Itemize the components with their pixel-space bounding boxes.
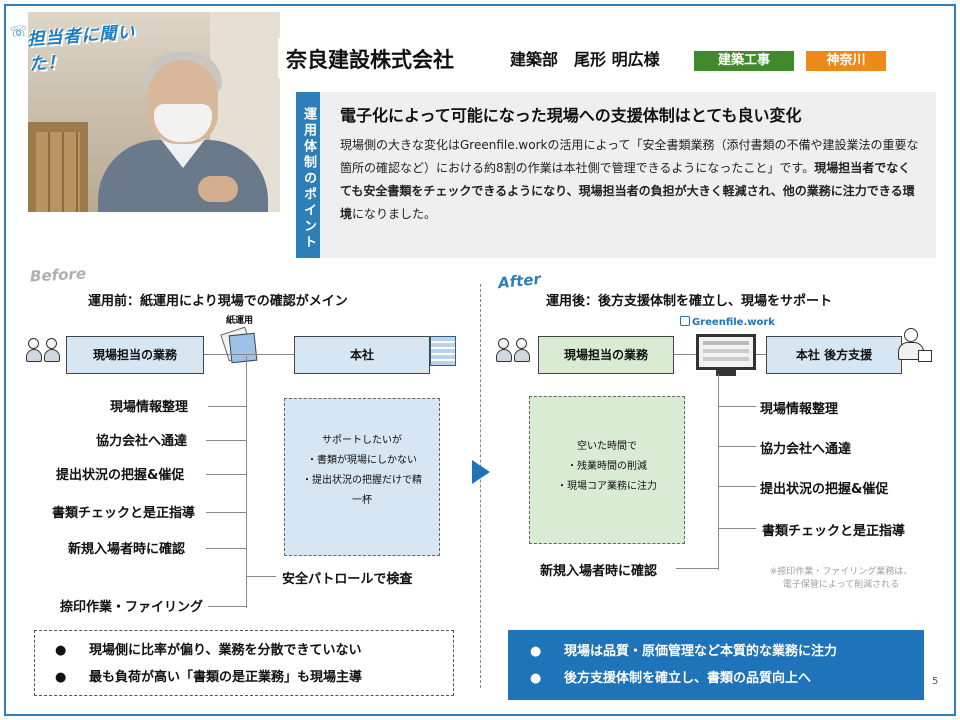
before-task-6: 捺印作業・ファイリング [60, 600, 204, 615]
site-workers-icon [26, 338, 66, 364]
tag-region: 神奈川 [806, 51, 886, 71]
after-hq-task-3-line [718, 486, 756, 487]
point-vertical-label: 運用体制のポイント [296, 92, 320, 258]
interview-badge: ☏ 担当者に聞いた！ [9, 18, 170, 74]
after-hq-task-4-line [718, 528, 756, 529]
photo-person-mask [154, 104, 212, 142]
headquarters-building-icon [430, 336, 456, 366]
after-note: ※捺印作業・ファイリング業務は、 電子保管によって削減される [756, 566, 926, 592]
photo-bg-books [36, 132, 80, 212]
after-hq-task-1: 現場情報整理 [760, 402, 839, 417]
before-task-6-line [208, 606, 246, 607]
bullet-icon: ● [55, 643, 67, 658]
before-summary-item-2: ●最も負荷が高い「書類の是正業務」も現場主導 [55, 664, 453, 691]
before-summary-item-1: ●現場側に比率が偏り、業務を分散できていない [55, 637, 453, 664]
before-task-3: 提出状況の把握&催促 [56, 468, 185, 483]
before-summary: ●現場側に比率が偏り、業務を分散できていない ●最も負荷が高い「書類の是正業務」… [34, 630, 454, 696]
page-number: 5 [932, 676, 939, 687]
company-name: 奈良建設株式会社 [278, 38, 508, 78]
after-summary: ●現場は品質・原価管理など本質的な業務に注力 ●後方支援体制を確立し、書類の品質… [508, 630, 924, 700]
support-line-2: ・書類が現場にしかない [307, 455, 417, 466]
after-site-box: 現場担当の業務 [538, 336, 674, 374]
monitor-stand [716, 370, 736, 376]
before-patrol: 安全パトロールで検査 [282, 572, 413, 587]
point-body-bold: 現場担当者でなくても安全書類をチェックできるようになり、現場担当者の負担が大きく… [340, 161, 915, 221]
after-summary-item-1: ●現場は品質・原価管理など本質的な業務に注力 [530, 638, 924, 665]
after-hq-task-2: 協力会社へ通達 [760, 442, 852, 457]
photo-person-hand [198, 176, 238, 202]
before-task-5-line [206, 548, 246, 549]
site-workers-icon [496, 338, 536, 364]
before-task-2-line [206, 440, 246, 441]
after-site-task: 新規入場者時に確認 [540, 564, 658, 579]
bullet-icon: ● [55, 670, 67, 685]
after-title: 運用後：後方支援体制を確立し、現場をサポート [546, 294, 833, 309]
interview-badge-text: 担当者に聞いた！ [26, 22, 136, 75]
before-connector [204, 354, 294, 355]
bullet-icon: ● [530, 644, 542, 659]
after-connector-left [674, 354, 696, 355]
point-body-text-1: 現場側の大きな変化はGreenfile.workの活用によって「安全書類業務（添… [340, 138, 919, 175]
before-support-box: サポートしたいが ・書類が現場にしかない ・提出状況の把握だけで精 一杯 [284, 398, 440, 556]
paper-documents-icon [220, 326, 260, 364]
after-summary-item-2: ●後方支援体制を確立し、書類の品質向上へ [530, 665, 924, 692]
before-trunk-line [246, 356, 247, 608]
tag-construction: 建築工事 [694, 51, 794, 71]
after-hq-task-4: 書類チェックと是正指導 [762, 524, 906, 539]
point-body: 現場側の大きな変化はGreenfile.workの活用によって「安全書類業務（添… [340, 134, 920, 226]
before-label: Before [29, 264, 87, 286]
after-hq-task-2-line [718, 446, 756, 447]
before-task-3-line [206, 474, 246, 475]
point-body-text-2: になりました。 [352, 207, 437, 221]
support-line-3: ・提出状況の把握だけで精 [302, 475, 422, 486]
monitor-icon [696, 334, 756, 370]
before-task-4: 書類チェックと是正指導 [52, 506, 196, 521]
office-worker-icon [892, 324, 936, 368]
free-time-line-2: ・残業時間の削減 [567, 461, 647, 472]
patrol-line [246, 576, 276, 577]
after-hq-box: 本社 後方支援 [766, 336, 902, 374]
after-free-time-box: 空いた時間で ・残業時間の削減 ・現場コア業務に注力 [529, 396, 685, 544]
section-divider [480, 284, 481, 688]
support-line-1: サポートしたいが [322, 435, 402, 446]
before-task-1-line [208, 406, 246, 407]
after-connector-right [756, 354, 766, 355]
note-line-2: 電子保管によって削減される [782, 580, 900, 590]
greenfile-logo-icon [680, 316, 690, 326]
after-hq-task-1-line [718, 406, 756, 407]
before-hq-box: 本社 [294, 336, 430, 374]
note-line-1: ※捺印作業・ファイリング業務は、 [769, 567, 913, 577]
before-task-2: 協力会社へ通達 [96, 434, 188, 449]
before-task-5: 新規入場者時に確認 [68, 542, 186, 557]
interviewee-photo [28, 12, 280, 212]
free-time-line-1: 空いた時間で [577, 441, 637, 452]
page-frame [4, 4, 956, 716]
before-task-1: 現場情報整理 [110, 400, 189, 415]
free-time-line-3: ・現場コア業務に注力 [557, 481, 657, 492]
point-title: 電子化によって可能になった現場への支援体制はとても良い変化 [340, 106, 802, 125]
after-trunk-line [718, 374, 719, 570]
bullet-icon: ● [530, 671, 542, 686]
after-hq-task-3: 提出状況の把握&催促 [760, 482, 889, 497]
before-site-box: 現場担当の業務 [66, 336, 204, 374]
paper-label: 紙運用 [226, 316, 254, 326]
before-task-4-line [206, 512, 246, 513]
point-box: 電子化によって可能になった現場への支援体制はとても良い変化 現場側の大きな変化は… [320, 92, 936, 258]
arrow-right-icon [472, 460, 490, 484]
after-site-task-line [676, 568, 718, 569]
before-title: 運用前：紙運用により現場での確認がメイン [88, 294, 348, 309]
support-line-4: 一杯 [352, 495, 372, 506]
person-name: 建築部 尾形 明広様 [510, 50, 660, 69]
greenfile-logo: Greenfile.work [680, 316, 775, 328]
